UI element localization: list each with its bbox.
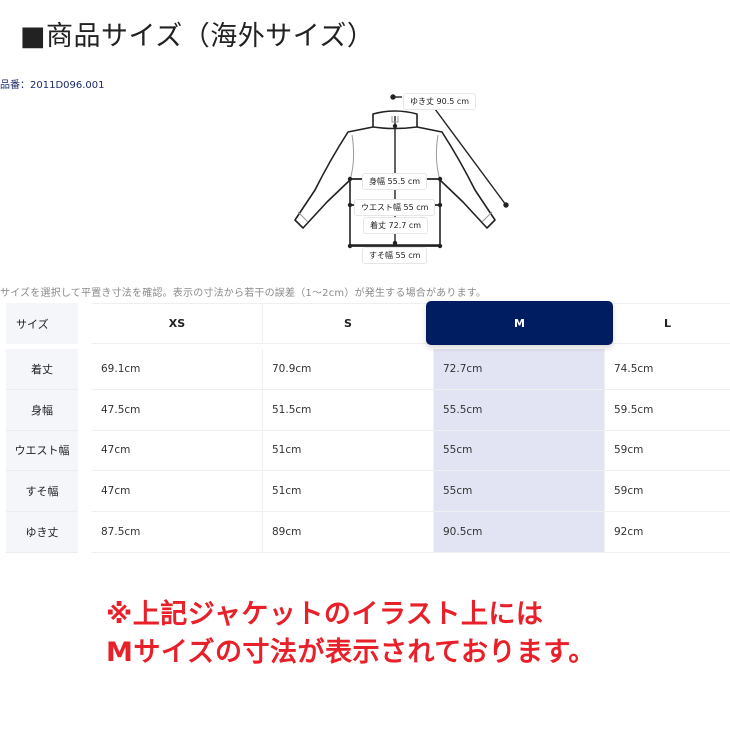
m-size-notice: ※上記ジャケットのイラスト上には Mサイズの寸法が表示されております。: [106, 596, 596, 672]
waist-width-label: ウエスト幅 55 cm: [354, 199, 436, 216]
size-tabs: XS S L: [92, 303, 730, 344]
sleeve-length-label: ゆき丈 90.5 cm: [403, 93, 477, 110]
measurement-labels: 着丈 身幅 ウエスト幅 すそ幅 ゆき丈: [6, 349, 78, 553]
cell-s: 70.9cm: [263, 349, 434, 389]
size-values-grid: 69.1cm 70.9cm 72.7cm 74.5cm 47.5cm 51.5c…: [92, 349, 730, 553]
size-tab-xs[interactable]: XS: [92, 304, 263, 343]
cell-m: 90.5cm: [434, 512, 605, 552]
cell-l: 59cm: [614, 444, 644, 457]
page-title: ■商品サイズ（海外サイズ）: [20, 21, 375, 52]
jacket-size-illustration: ゆき丈 90.5 cm 身幅 55.5 cm ウエスト幅 55 cm 着丈 72…: [270, 80, 520, 270]
cell-s: 51.5cm: [263, 389, 434, 430]
cell-s: 51cm: [263, 430, 434, 471]
cell-s: 89cm: [263, 512, 434, 552]
hem-width-label: すそ幅 55 cm: [362, 247, 428, 264]
cell-xs: 47.5cm: [92, 389, 263, 430]
notice-line-2: Mサイズの寸法が表示されております。: [106, 637, 596, 668]
cell-l: 92cm: [614, 526, 644, 539]
cell-xs: 87.5cm: [92, 512, 263, 552]
body-length-label: 着丈 72.7 cm: [363, 217, 429, 234]
row-label-waist-width: ウエスト幅: [6, 430, 78, 472]
cell-xs: 69.1cm: [92, 349, 263, 389]
cell-l: 59cm: [614, 485, 644, 498]
cell-m: 55cm: [434, 471, 605, 512]
cell-m: 55cm: [434, 430, 605, 471]
size-tab-m-selected[interactable]: M: [426, 301, 613, 345]
size-hint-text: サイズを選択して平置き寸法を確認。表示の寸法から若干の誤差（1〜2cm）が発生す…: [0, 288, 487, 299]
row-label-body-length: 着丈: [6, 349, 78, 390]
product-code: 品番：2011D096.001: [0, 80, 105, 91]
cell-l: 59.5cm: [614, 403, 654, 416]
size-header-label: サイズ: [6, 303, 78, 344]
table-row: 47cm 51cm 55cm 59cm: [92, 471, 730, 513]
row-label-hem-width: すそ幅: [6, 471, 78, 513]
cell-l: 74.5cm: [614, 362, 654, 375]
table-row: 69.1cm 70.9cm 72.7cm 74.5cm: [92, 349, 730, 390]
chest-width-label: 身幅 55.5 cm: [362, 173, 428, 190]
table-row: 87.5cm 89cm 90.5cm 92cm: [92, 512, 730, 553]
table-row: 47cm 51cm 55cm 59cm: [92, 430, 730, 472]
cell-m: 55.5cm: [434, 389, 605, 430]
row-label-sleeve-length: ゆき丈: [6, 512, 78, 553]
table-row: 47.5cm 51.5cm 55.5cm 59.5cm: [92, 389, 730, 431]
size-tab-s[interactable]: S: [263, 304, 434, 343]
row-label-chest-width: 身幅: [6, 389, 78, 431]
cell-s: 51cm: [263, 471, 434, 512]
size-tab-l[interactable]: L: [663, 317, 671, 330]
cell-m: 72.7cm: [434, 349, 605, 389]
notice-line-1: ※上記ジャケットのイラスト上には: [106, 599, 544, 630]
cell-xs: 47cm: [92, 471, 263, 512]
cell-xs: 47cm: [92, 430, 263, 471]
